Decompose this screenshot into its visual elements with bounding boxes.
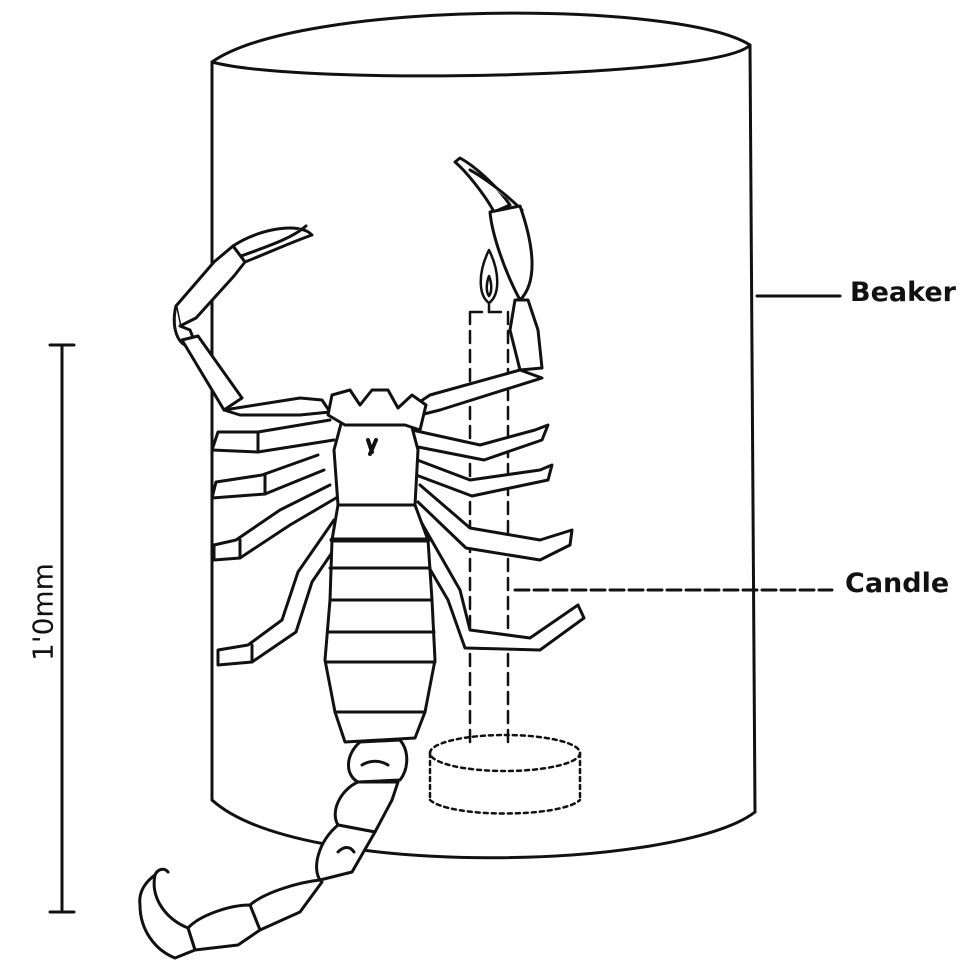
scorpion-carapace — [334, 420, 418, 505]
beaker-bottom — [212, 800, 755, 858]
beaker-rim — [212, 13, 750, 76]
beaker-label: Beaker — [850, 279, 956, 306]
scorpion-stinger — [140, 875, 195, 958]
scorpion-tail — [140, 740, 407, 958]
scorpion — [140, 158, 584, 958]
scale-label: 1'0mm — [27, 563, 60, 661]
scorpion-right-claw — [455, 158, 510, 212]
candle-holder — [430, 735, 580, 814]
scorpion-left-legs — [212, 420, 344, 665]
scorpion-right-legs — [408, 425, 584, 650]
beaker-right-wall — [750, 45, 755, 812]
candle-label: Candle — [845, 570, 949, 597]
